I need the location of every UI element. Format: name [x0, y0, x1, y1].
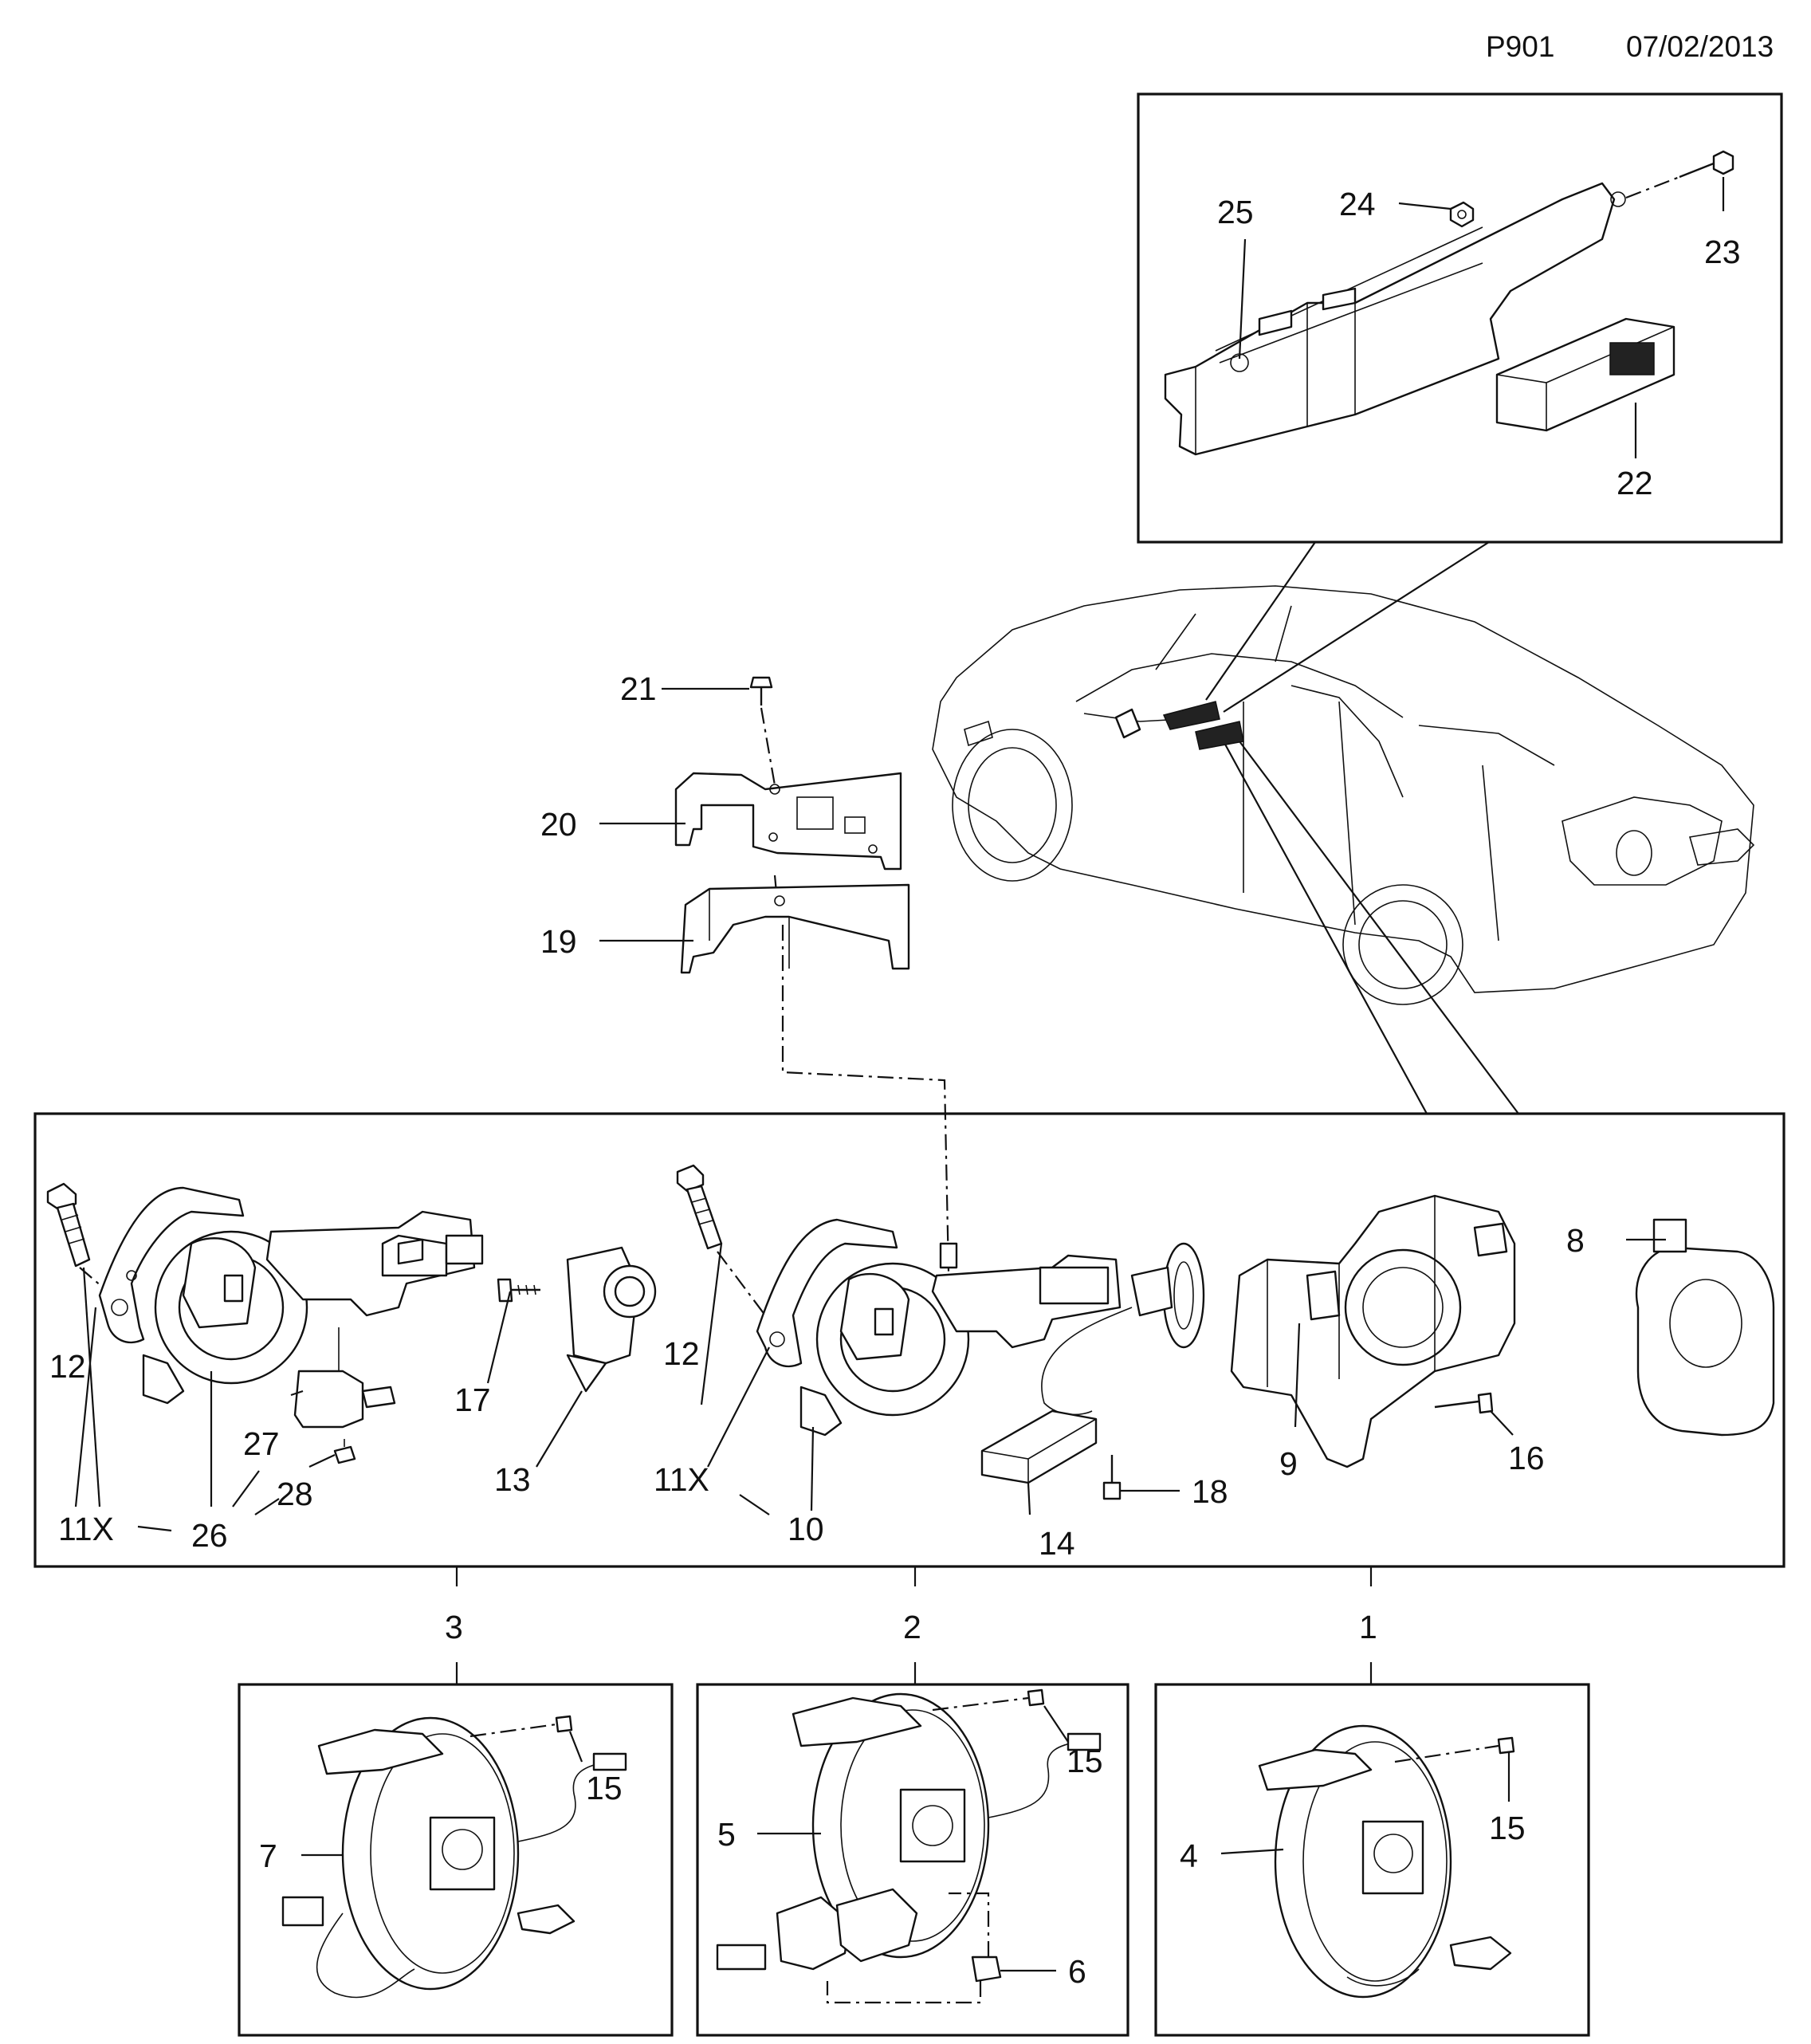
- vehicle-illustration: [932, 585, 1755, 1005]
- label-9: 9: [1279, 1445, 1298, 1482]
- leader-11x-left: [82, 1267, 101, 1507]
- label-13: 13: [494, 1461, 531, 1498]
- column-housing-part-9: [1230, 1194, 1516, 1468]
- leader-10: [810, 1426, 815, 1511]
- leader-4: [1220, 1848, 1284, 1855]
- leader-28: [254, 1498, 280, 1515]
- screw-part-15-box1: [1394, 1736, 1515, 1763]
- sensor-part-14: [980, 1242, 1205, 1484]
- lock-housing-part-10: [676, 1164, 1122, 1437]
- label-8: 8: [1566, 1222, 1585, 1259]
- variant-connectors: [455, 1566, 1373, 1684]
- leader-12-right: [700, 1243, 723, 1405]
- inset-frame: [1137, 92, 1783, 544]
- leader-11x-26: [137, 1525, 172, 1532]
- variant-box-3: [238, 1683, 674, 2037]
- inset-module-box: 24 23 25 22: [1137, 92, 1783, 544]
- label-1: 1: [1359, 1609, 1377, 1645]
- label-24: 24: [1339, 186, 1376, 222]
- label-4: 4: [1180, 1838, 1198, 1874]
- leader-28-tip: [308, 1454, 336, 1468]
- leader-15-box2: [1043, 1705, 1069, 1743]
- leader-27: [232, 1470, 260, 1507]
- callout-lines: [1205, 541, 1519, 1114]
- label-18: 18: [1192, 1473, 1228, 1510]
- label-5: 5: [717, 1816, 736, 1853]
- label-2: 2: [903, 1609, 921, 1645]
- label-3: 3: [445, 1609, 463, 1645]
- control-module-part-22: [1495, 317, 1675, 432]
- screw-part-16: [1434, 1392, 1494, 1414]
- leader-17: [486, 1291, 512, 1384]
- label-11x-left: 11X: [58, 1511, 114, 1547]
- shroud-part-8: [1636, 1218, 1775, 1437]
- leader-9: [1294, 1323, 1301, 1428]
- label-28: 28: [277, 1476, 313, 1512]
- label-10: 10: [788, 1511, 824, 1547]
- label-23: 23: [1704, 234, 1741, 270]
- label-19: 19: [540, 923, 577, 960]
- screw-part-15-box3: [469, 1715, 573, 1738]
- label-14: 14: [1039, 1525, 1075, 1562]
- leader-13: [536, 1390, 583, 1468]
- label-25: 25: [1217, 194, 1254, 230]
- label-20: 20: [540, 806, 577, 843]
- bracket-part-19: [680, 883, 910, 974]
- page-code: P901: [1486, 30, 1554, 63]
- label-27: 27: [243, 1425, 280, 1462]
- nut-part-24: [1449, 201, 1475, 228]
- clip-part-6: [826, 1892, 1002, 2004]
- leader-16: [1490, 1410, 1514, 1436]
- variant-box-2: [696, 1683, 1129, 2037]
- label-15-box1: 15: [1489, 1810, 1526, 1846]
- bracket-part-20: [674, 772, 902, 871]
- label-15-box2: 15: [1067, 1743, 1103, 1779]
- leader-24: [1398, 202, 1452, 210]
- bolt-part-21: [749, 676, 773, 706]
- bolt-part-12-right: [676, 1164, 723, 1250]
- ignition-switch-part-13: [566, 1246, 657, 1393]
- label-22: 22: [1617, 465, 1653, 501]
- bracket-assembly-19-21: 21 20 19: [540, 670, 950, 1272]
- date-stamp: 07/02/2013: [1626, 30, 1774, 63]
- label-12-left: 12: [49, 1348, 86, 1385]
- leader-25: [1238, 238, 1247, 360]
- ignition-lock-housing-part-26: [46, 1182, 484, 1464]
- clock-spring-part-4: [1258, 1724, 1512, 1999]
- screw-part-17: [497, 1278, 540, 1303]
- bolt-part-23: [1625, 150, 1734, 199]
- label-6: 6: [1068, 1953, 1086, 1990]
- leader-12-left: [74, 1307, 97, 1507]
- label-11x-right: 11X: [654, 1461, 709, 1498]
- label-15-box3: 15: [586, 1770, 623, 1806]
- screw-part-18: [1102, 1455, 1122, 1500]
- label-12-right: 12: [663, 1335, 700, 1372]
- leader-14: [1027, 1482, 1031, 1515]
- leader-15-box3: [568, 1731, 583, 1763]
- variant-box-1: [1154, 1683, 1590, 2037]
- bolt-part-12-left: [46, 1182, 91, 1268]
- label-7: 7: [259, 1838, 277, 1874]
- clock-spring-part-7: [281, 1716, 627, 1999]
- label-26: 26: [191, 1517, 228, 1554]
- leader-11x-right: [707, 1346, 770, 1468]
- leader-10-base: [739, 1494, 770, 1515]
- label-16: 16: [1508, 1440, 1545, 1476]
- label-21: 21: [620, 670, 657, 707]
- clock-spring-part-5: [716, 1692, 1102, 1971]
- leader-27-tip: [290, 1390, 304, 1397]
- screw-part-15-box2: [932, 1688, 1045, 1712]
- module-bracket-part-25: [1164, 182, 1626, 456]
- steering-column-assembly-box: [33, 1112, 1785, 1568]
- label-17: 17: [454, 1382, 491, 1418]
